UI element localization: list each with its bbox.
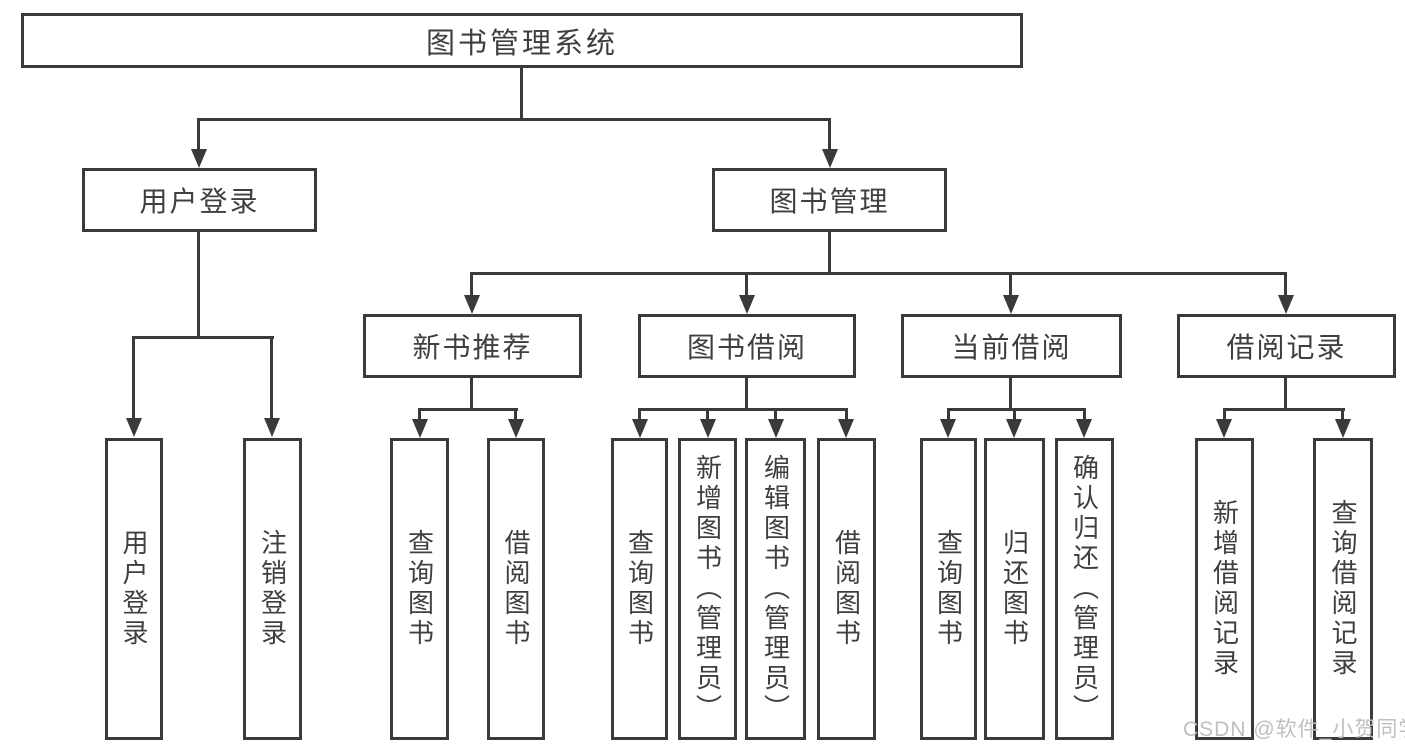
leaf-record-query-borrow-record: 查询借阅记录 xyxy=(1313,438,1373,740)
csdn-watermark: CSDN @软件_小贺同学 xyxy=(1183,718,1405,741)
leaf-borrow-borrow-books: 借阅图书 xyxy=(817,438,876,740)
connector-l2-bar xyxy=(470,272,1287,275)
arrow-down-icon xyxy=(464,295,480,314)
connector-drop xyxy=(774,408,777,422)
connector-borrowrecord-stem xyxy=(1284,378,1287,411)
node-current-borrow-label: 当前借阅 xyxy=(951,332,1072,363)
leaf-borrow-borrow-books-label: 借阅图书 xyxy=(831,529,862,649)
connector-drop xyxy=(1284,272,1287,298)
connector-bookborrow-bar xyxy=(638,408,848,411)
connector-bookborrow-stem xyxy=(745,378,748,411)
connector-currentborrow-bar xyxy=(947,408,1086,411)
connector-newbook-bar xyxy=(418,408,518,411)
arrow-down-icon xyxy=(1006,419,1022,438)
connector-drop xyxy=(745,272,748,298)
leaf-current-query-books-label: 查询图书 xyxy=(933,529,964,649)
leaf-borrow-edit-books-admin-label: 编辑图书（管理员） xyxy=(760,454,791,724)
connector-drop xyxy=(514,408,517,422)
arrow-down-icon xyxy=(1003,295,1019,314)
leaf-current-confirm-return-admin: 确认归还（管理员） xyxy=(1055,438,1114,740)
node-book-borrow-label: 图书借阅 xyxy=(686,332,807,363)
node-new-book-recommend: 新书推荐 xyxy=(363,314,582,378)
connector-drop xyxy=(270,336,273,422)
connector-bookmgmt-stem xyxy=(828,232,831,275)
arrow-down-icon xyxy=(1278,295,1294,314)
leaf-logout-label: 注销登录 xyxy=(257,529,288,649)
leaf-newbook-query-books-label: 查询图书 xyxy=(404,529,435,649)
node-user-login-label: 用户登录 xyxy=(139,186,260,217)
connector-drop xyxy=(418,408,421,422)
node-borrow-records-label: 借阅记录 xyxy=(1226,332,1347,363)
leaf-borrow-add-books-admin: 新增图书（管理员） xyxy=(678,438,737,740)
arrow-down-icon xyxy=(822,149,838,168)
connector-drop xyxy=(1083,408,1086,422)
leaf-current-confirm-return-admin-label: 确认归还（管理员） xyxy=(1069,454,1100,724)
leaf-user-login-label: 用户登录 xyxy=(119,529,149,649)
arrow-down-icon xyxy=(1076,419,1092,438)
leaf-record-query-borrow-record-label: 查询借阅记录 xyxy=(1328,499,1358,679)
leaf-borrow-query-books-label: 查询图书 xyxy=(624,529,655,649)
arrow-down-icon xyxy=(700,419,716,438)
connector-drop xyxy=(845,408,848,422)
leaf-logout: 注销登录 xyxy=(243,438,302,740)
arrow-down-icon xyxy=(126,418,142,437)
connector-drop xyxy=(197,118,200,152)
node-current-borrow: 当前借阅 xyxy=(901,314,1122,378)
arrow-down-icon xyxy=(739,295,755,314)
connector-currentborrow-stem xyxy=(1009,378,1012,411)
leaf-newbook-query-books: 查询图书 xyxy=(390,438,449,740)
connector-borrowrecord-bar xyxy=(1223,408,1345,411)
leaf-current-query-books: 查询图书 xyxy=(920,438,977,740)
leaf-user-login: 用户登录 xyxy=(105,438,163,740)
node-borrow-records: 借阅记录 xyxy=(1177,314,1396,378)
connector-drop xyxy=(706,408,709,422)
arrow-down-icon xyxy=(508,419,524,438)
node-user-login: 用户登录 xyxy=(82,168,317,232)
connector-userlogin-bar xyxy=(132,336,274,339)
arrow-down-icon xyxy=(940,419,956,438)
connector-drop xyxy=(1013,408,1016,422)
arrow-down-icon xyxy=(1335,419,1351,438)
connector-drop xyxy=(828,118,831,152)
node-book-management: 图书管理 xyxy=(712,168,947,232)
leaf-borrow-add-books-admin-label: 新增图书（管理员） xyxy=(692,454,723,724)
leaf-borrow-edit-books-admin: 编辑图书（管理员） xyxy=(745,438,806,740)
arrow-down-icon xyxy=(264,418,280,437)
node-root: 图书管理系统 xyxy=(21,13,1023,68)
node-book-borrow: 图书借阅 xyxy=(638,314,856,378)
connector-drop xyxy=(947,408,950,422)
connector-drop xyxy=(132,336,135,422)
connector-drop xyxy=(638,408,641,422)
connector-drop xyxy=(1341,408,1344,422)
leaf-record-add-borrow-record: 新增借阅记录 xyxy=(1195,438,1254,740)
connector-drop xyxy=(1223,408,1226,422)
arrow-down-icon xyxy=(191,149,207,168)
arrow-down-icon xyxy=(412,419,428,438)
leaf-current-return-books: 归还图书 xyxy=(984,438,1045,740)
arrow-down-icon xyxy=(1216,419,1232,438)
connector-l1-bar xyxy=(197,118,831,121)
connector-drop xyxy=(1009,272,1012,298)
connector-newbook-stem xyxy=(470,378,473,411)
leaf-newbook-borrow-books-label: 借阅图书 xyxy=(501,529,531,649)
leaf-borrow-query-books: 查询图书 xyxy=(611,438,668,740)
arrow-down-icon xyxy=(838,419,854,438)
node-book-management-label: 图书管理 xyxy=(769,186,890,217)
leaf-current-return-books-label: 归还图书 xyxy=(999,529,1030,649)
connector-userlogin-stem xyxy=(197,232,200,339)
leaf-newbook-borrow-books: 借阅图书 xyxy=(487,438,545,740)
leaf-record-add-borrow-record-label: 新增借阅记录 xyxy=(1209,499,1240,679)
connector-drop xyxy=(470,272,473,298)
arrow-down-icon xyxy=(632,419,648,438)
node-new-book-recommend-label: 新书推荐 xyxy=(412,332,533,363)
connector-root-stem xyxy=(520,68,523,121)
arrow-down-icon xyxy=(768,419,784,438)
node-root-label: 图书管理系统 xyxy=(425,27,618,60)
